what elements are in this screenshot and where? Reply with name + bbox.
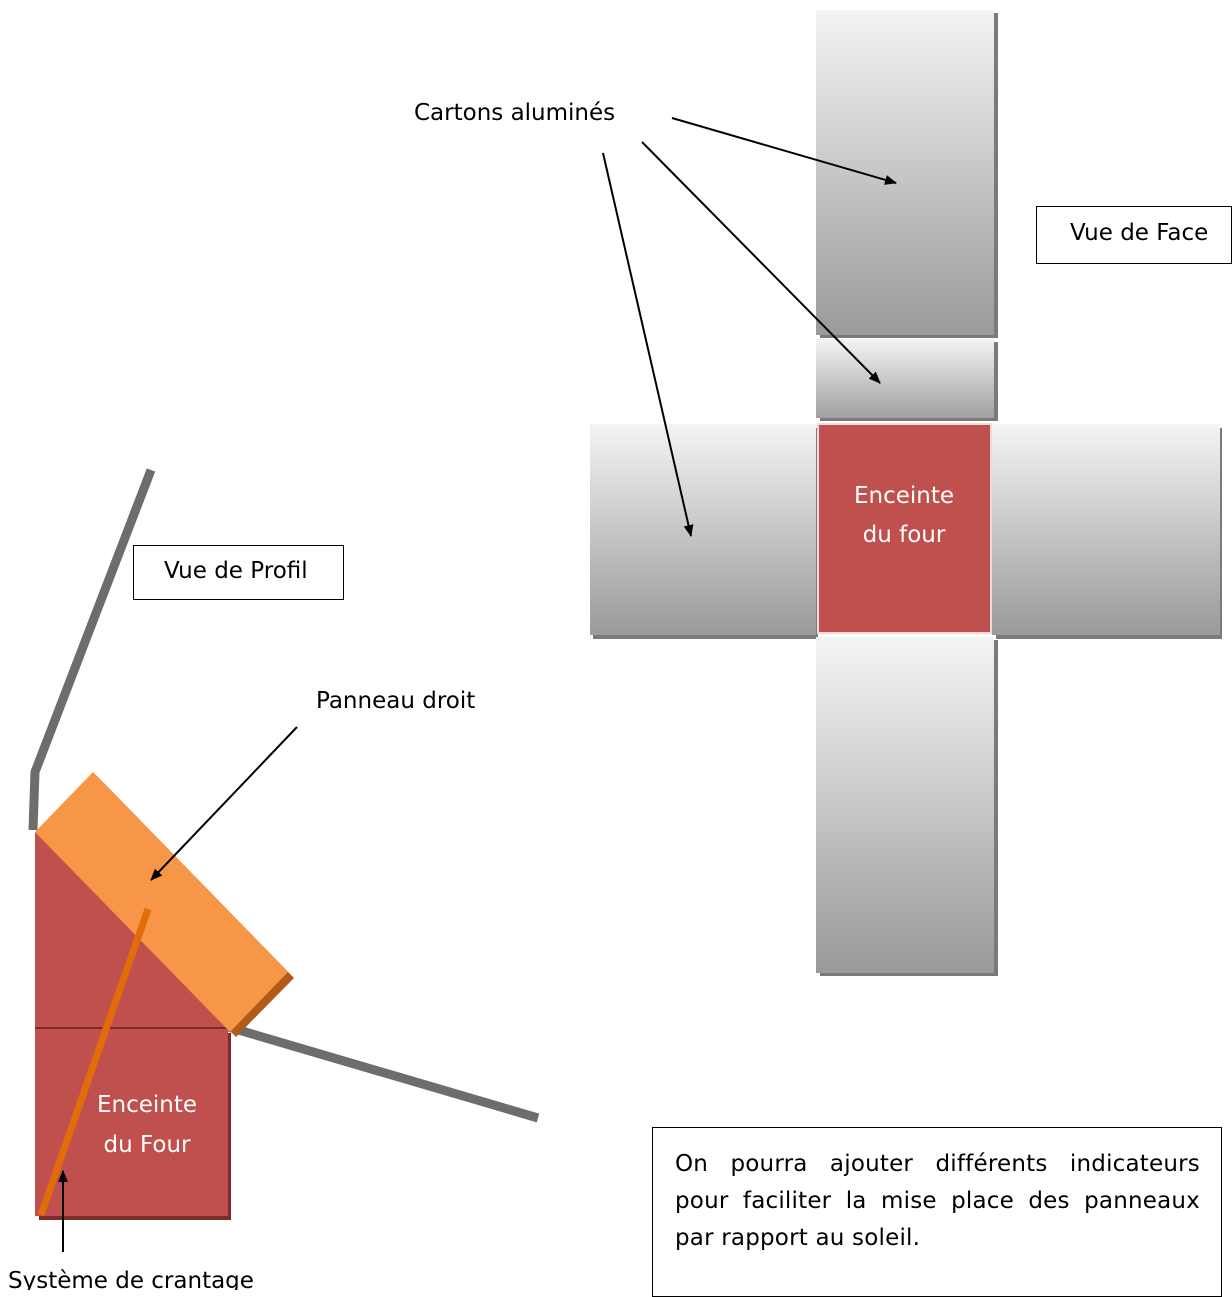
notch-rod	[37, 907, 152, 1217]
front-view-title: Vue de Face	[1036, 206, 1232, 264]
carton-bottom	[816, 637, 994, 973]
oven-side-label-line1: Enceinte	[97, 1092, 197, 1118]
oven-enclosure-side	[35, 1029, 228, 1216]
arrow-to-carton-small	[641, 141, 881, 384]
arrow-to-carton-left	[602, 152, 694, 537]
carton-arrows	[602, 117, 897, 537]
panneau-droit-label: Panneau droit	[316, 688, 475, 714]
cartons-label: Cartons aluminés	[414, 100, 615, 126]
arrow-to-carton-top	[671, 117, 897, 185]
carton-right	[992, 424, 1220, 635]
side-view-title: Vue de Profil	[133, 545, 344, 600]
oven-front-label-line2: du four	[863, 522, 946, 548]
oven-side-label-line2: du Four	[103, 1132, 191, 1158]
side-view: Enceinte du Four	[28, 468, 540, 1220]
oven-enclosure-front	[817, 423, 992, 634]
carton-top	[816, 10, 994, 335]
crantage-label: Système de crantage	[8, 1268, 254, 1290]
arrow-to-panel	[150, 726, 298, 881]
reflector-bottom	[223, 1021, 540, 1123]
front-view: Enceinte du four	[590, 10, 1222, 976]
note-box: On pourra ajouter différents indicateurs…	[652, 1127, 1222, 1297]
oven-front-label-line1: Enceinte	[854, 483, 954, 509]
right-panel	[35, 772, 288, 1032]
carton-left	[590, 424, 816, 635]
carton-small-top	[816, 339, 994, 418]
reflector-top-stand	[28, 468, 156, 831]
